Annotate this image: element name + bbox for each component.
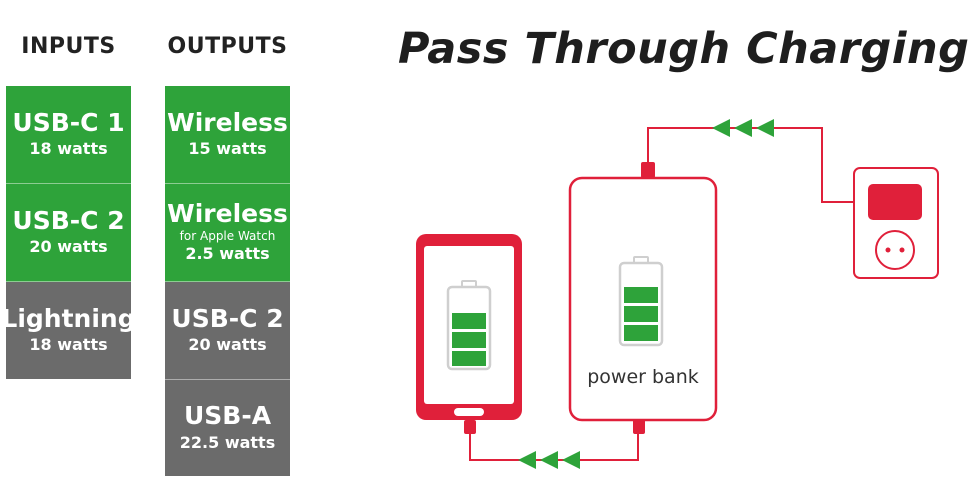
output-name: USB-C 2	[171, 303, 284, 333]
input-watts: 18 watts	[29, 139, 108, 159]
output-watts: 22.5 watts	[179, 432, 276, 452]
inputs-header: INPUTS	[21, 34, 116, 59]
page-title: Pass Through Charging	[398, 24, 970, 74]
arrows-top-icon	[712, 119, 774, 137]
input-watts: 18 watts	[29, 335, 108, 355]
input-name: USB-C 2	[12, 205, 125, 235]
output-watts: 20 watts	[188, 335, 267, 355]
phone-battery-icon	[446, 280, 492, 371]
arrows-bottom-icon	[518, 451, 580, 469]
arrow-left-icon	[540, 451, 558, 469]
power-bank-icon	[568, 162, 718, 434]
input-name: Lightning	[1, 303, 136, 333]
output-usb-a: USB-A 22.5 watts	[165, 380, 290, 476]
output-name: Wireless	[167, 199, 288, 229]
arrow-left-icon	[712, 119, 730, 137]
arrow-left-icon	[734, 119, 752, 137]
charger-plug-icon	[868, 184, 922, 220]
power-bank-label: power bank	[587, 366, 699, 388]
pass-through-diagram	[416, 119, 939, 469]
arrow-left-icon	[756, 119, 774, 137]
cable-top	[647, 127, 858, 203]
input-usb-c-2: USB-C 2 20 watts	[6, 184, 131, 282]
output-sub: for Apple Watch	[179, 228, 276, 243]
socket-icon	[875, 230, 915, 270]
input-lightning: Lightning 18 watts	[1, 282, 136, 379]
wall-outlet-icon	[853, 167, 939, 279]
output-name: USB-A	[183, 401, 272, 431]
output-watts: 15 watts	[188, 139, 267, 159]
output-watts: 2.5 watts	[185, 243, 270, 263]
phone-icon	[416, 234, 522, 434]
arrow-left-icon	[518, 451, 536, 469]
output-wireless: Wireless 15 watts	[165, 86, 290, 184]
battery-icon	[618, 256, 664, 347]
outputs-header: OUTPUTS	[167, 34, 288, 59]
output-name: Wireless	[167, 107, 288, 137]
output-usb-c-2: USB-C 2 20 watts	[165, 282, 290, 380]
input-watts: 20 watts	[29, 237, 108, 257]
input-name: USB-C 1	[12, 107, 125, 137]
arrow-left-icon	[562, 451, 580, 469]
output-wireless-apple-watch: Wireless for Apple Watch 2.5 watts	[165, 184, 290, 282]
input-usb-c-1: USB-C 1 18 watts	[6, 86, 131, 184]
